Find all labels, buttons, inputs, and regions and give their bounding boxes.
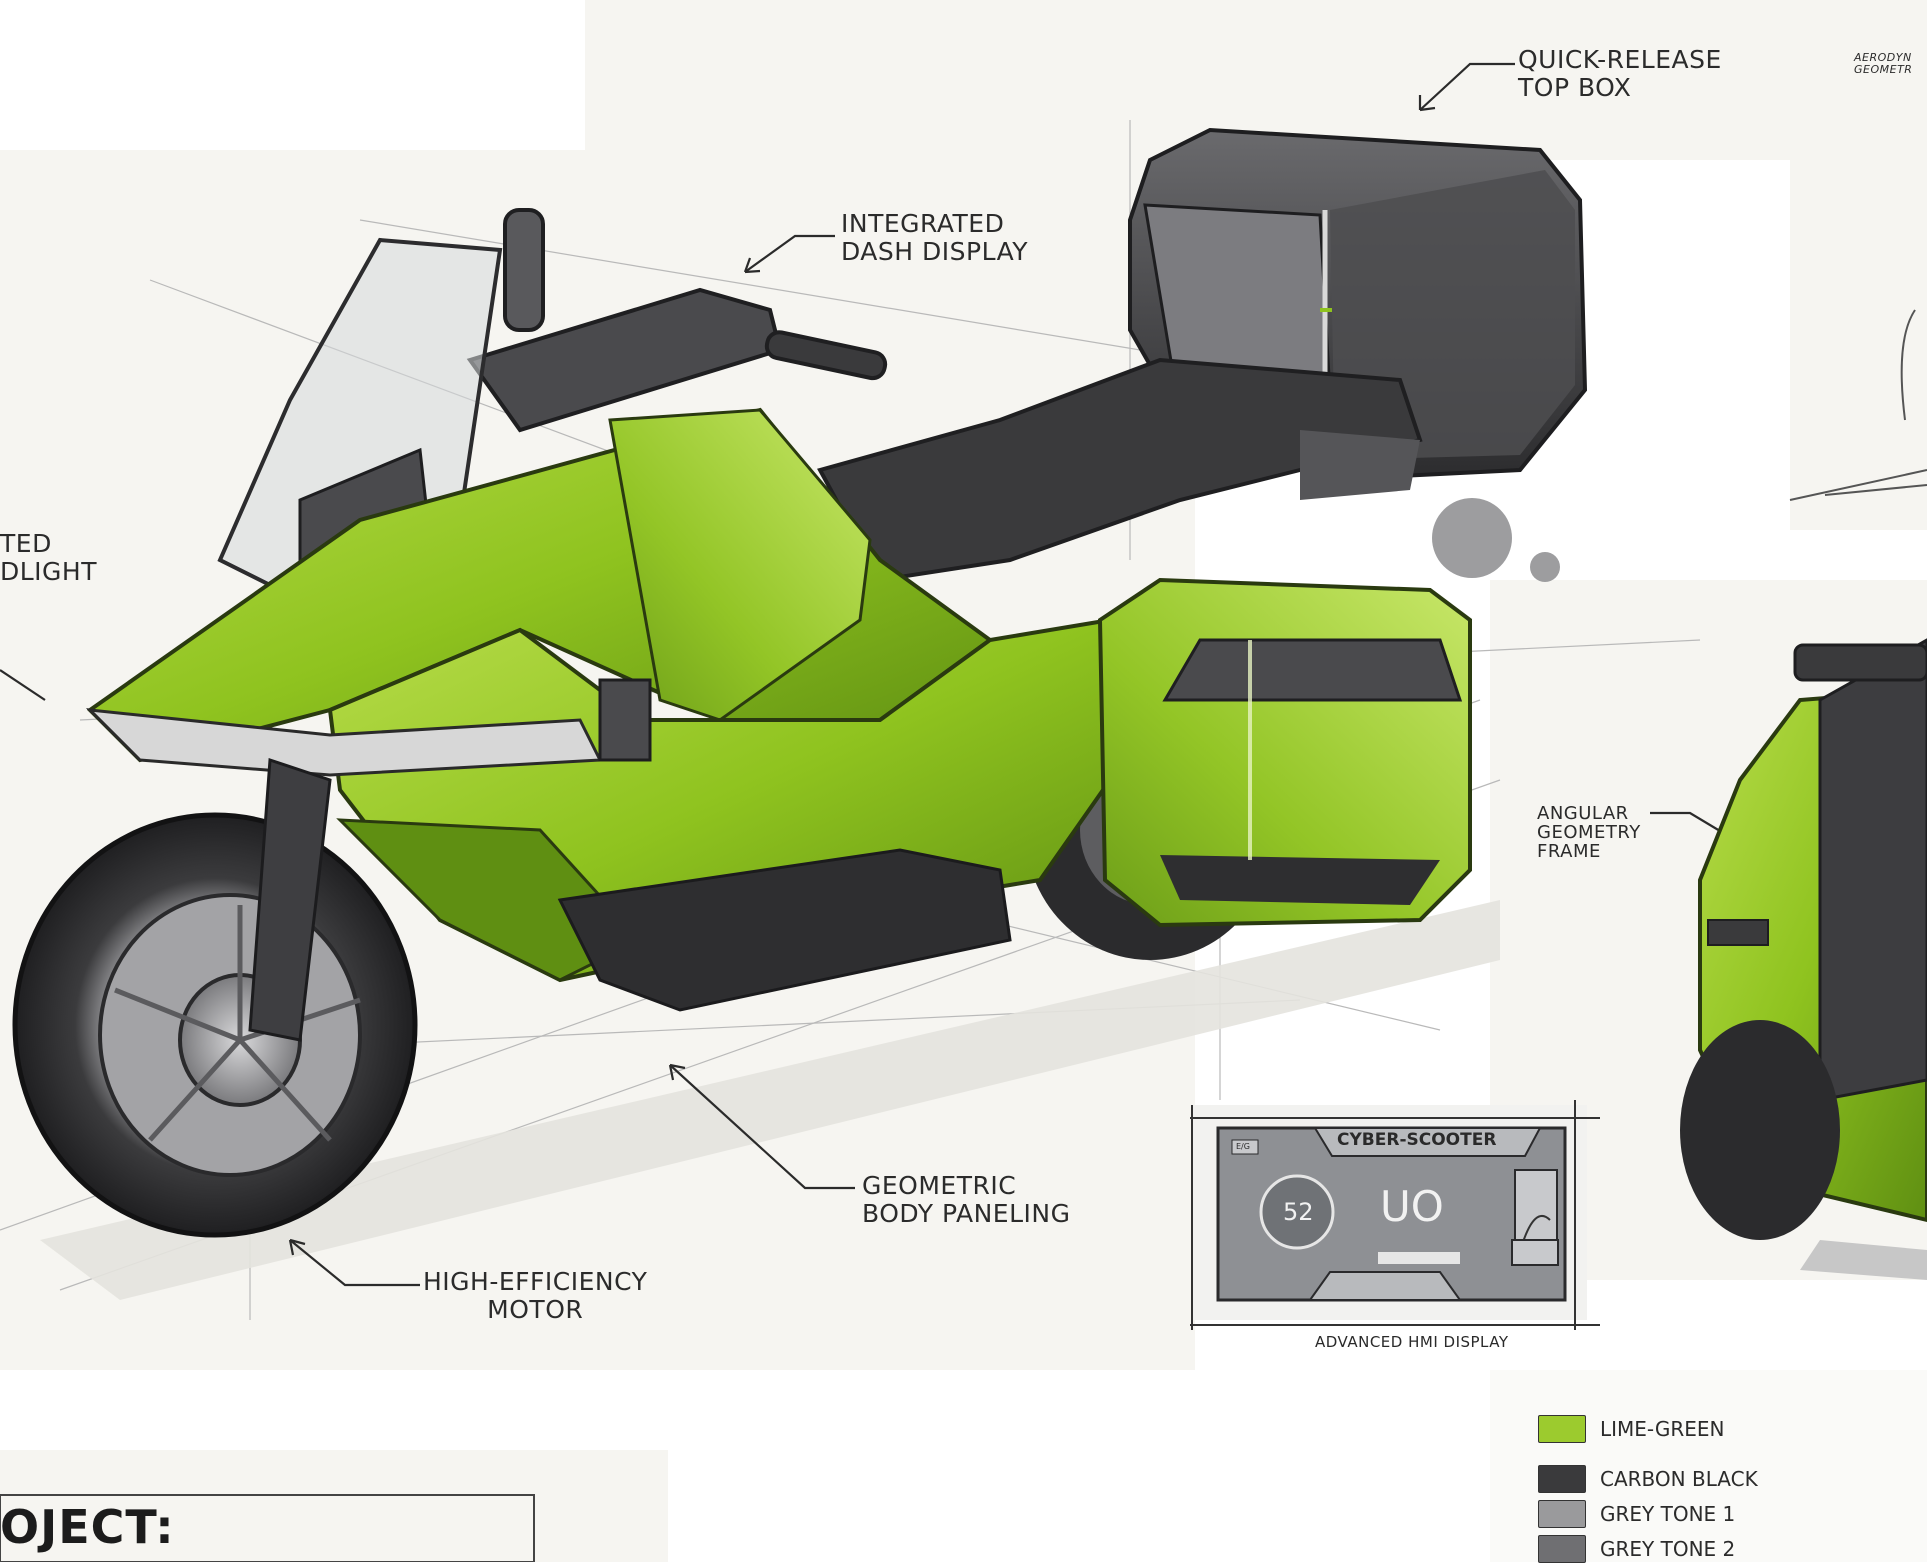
palette-label: CARBON BLACK	[1600, 1467, 1758, 1491]
palette-item: GREY TONE 1	[1538, 1499, 1735, 1529]
project-label: OJECT:	[0, 1500, 175, 1554]
palette-label: GREY TONE 1	[1600, 1502, 1736, 1526]
palette-label: LIME-GREEN	[1600, 1417, 1725, 1441]
aero-sketch	[1789, 309, 1927, 501]
palette-item: CARBON BLACK	[1538, 1464, 1758, 1494]
hmi-display	[1190, 1100, 1600, 1330]
hmi-readout: UO	[1380, 1182, 1444, 1231]
project-box	[0, 1494, 535, 1562]
hmi-badge: E/G	[1236, 1142, 1250, 1151]
side-view-sketch	[1680, 638, 1927, 1280]
project-paper	[0, 1450, 668, 1562]
palette-swatch	[1538, 1415, 1586, 1443]
main-sketch-paper-top	[585, 0, 1800, 160]
hmi-speed: 52	[1283, 1198, 1314, 1226]
handlebar	[466, 208, 888, 433]
side-case	[1097, 577, 1472, 928]
right-sketch-paper	[1790, 0, 1927, 530]
palette-label: GREY TONE 2	[1600, 1537, 1736, 1561]
front-wheel	[12, 757, 418, 1238]
palette-item: GREY TONE 2	[1538, 1534, 1735, 1564]
palette-swatch	[1538, 1465, 1586, 1493]
scooter-body	[86, 407, 1112, 1012]
palette-swatch	[1538, 1500, 1586, 1528]
hmi-caption: ADVANCED HMI DISPLAY	[1315, 1333, 1509, 1351]
hmi-title: CYBER-SCOOTER	[1337, 1130, 1497, 1150]
palette-swatch	[1538, 1535, 1586, 1563]
palette-item: LIME-GREEN	[1538, 1414, 1725, 1444]
